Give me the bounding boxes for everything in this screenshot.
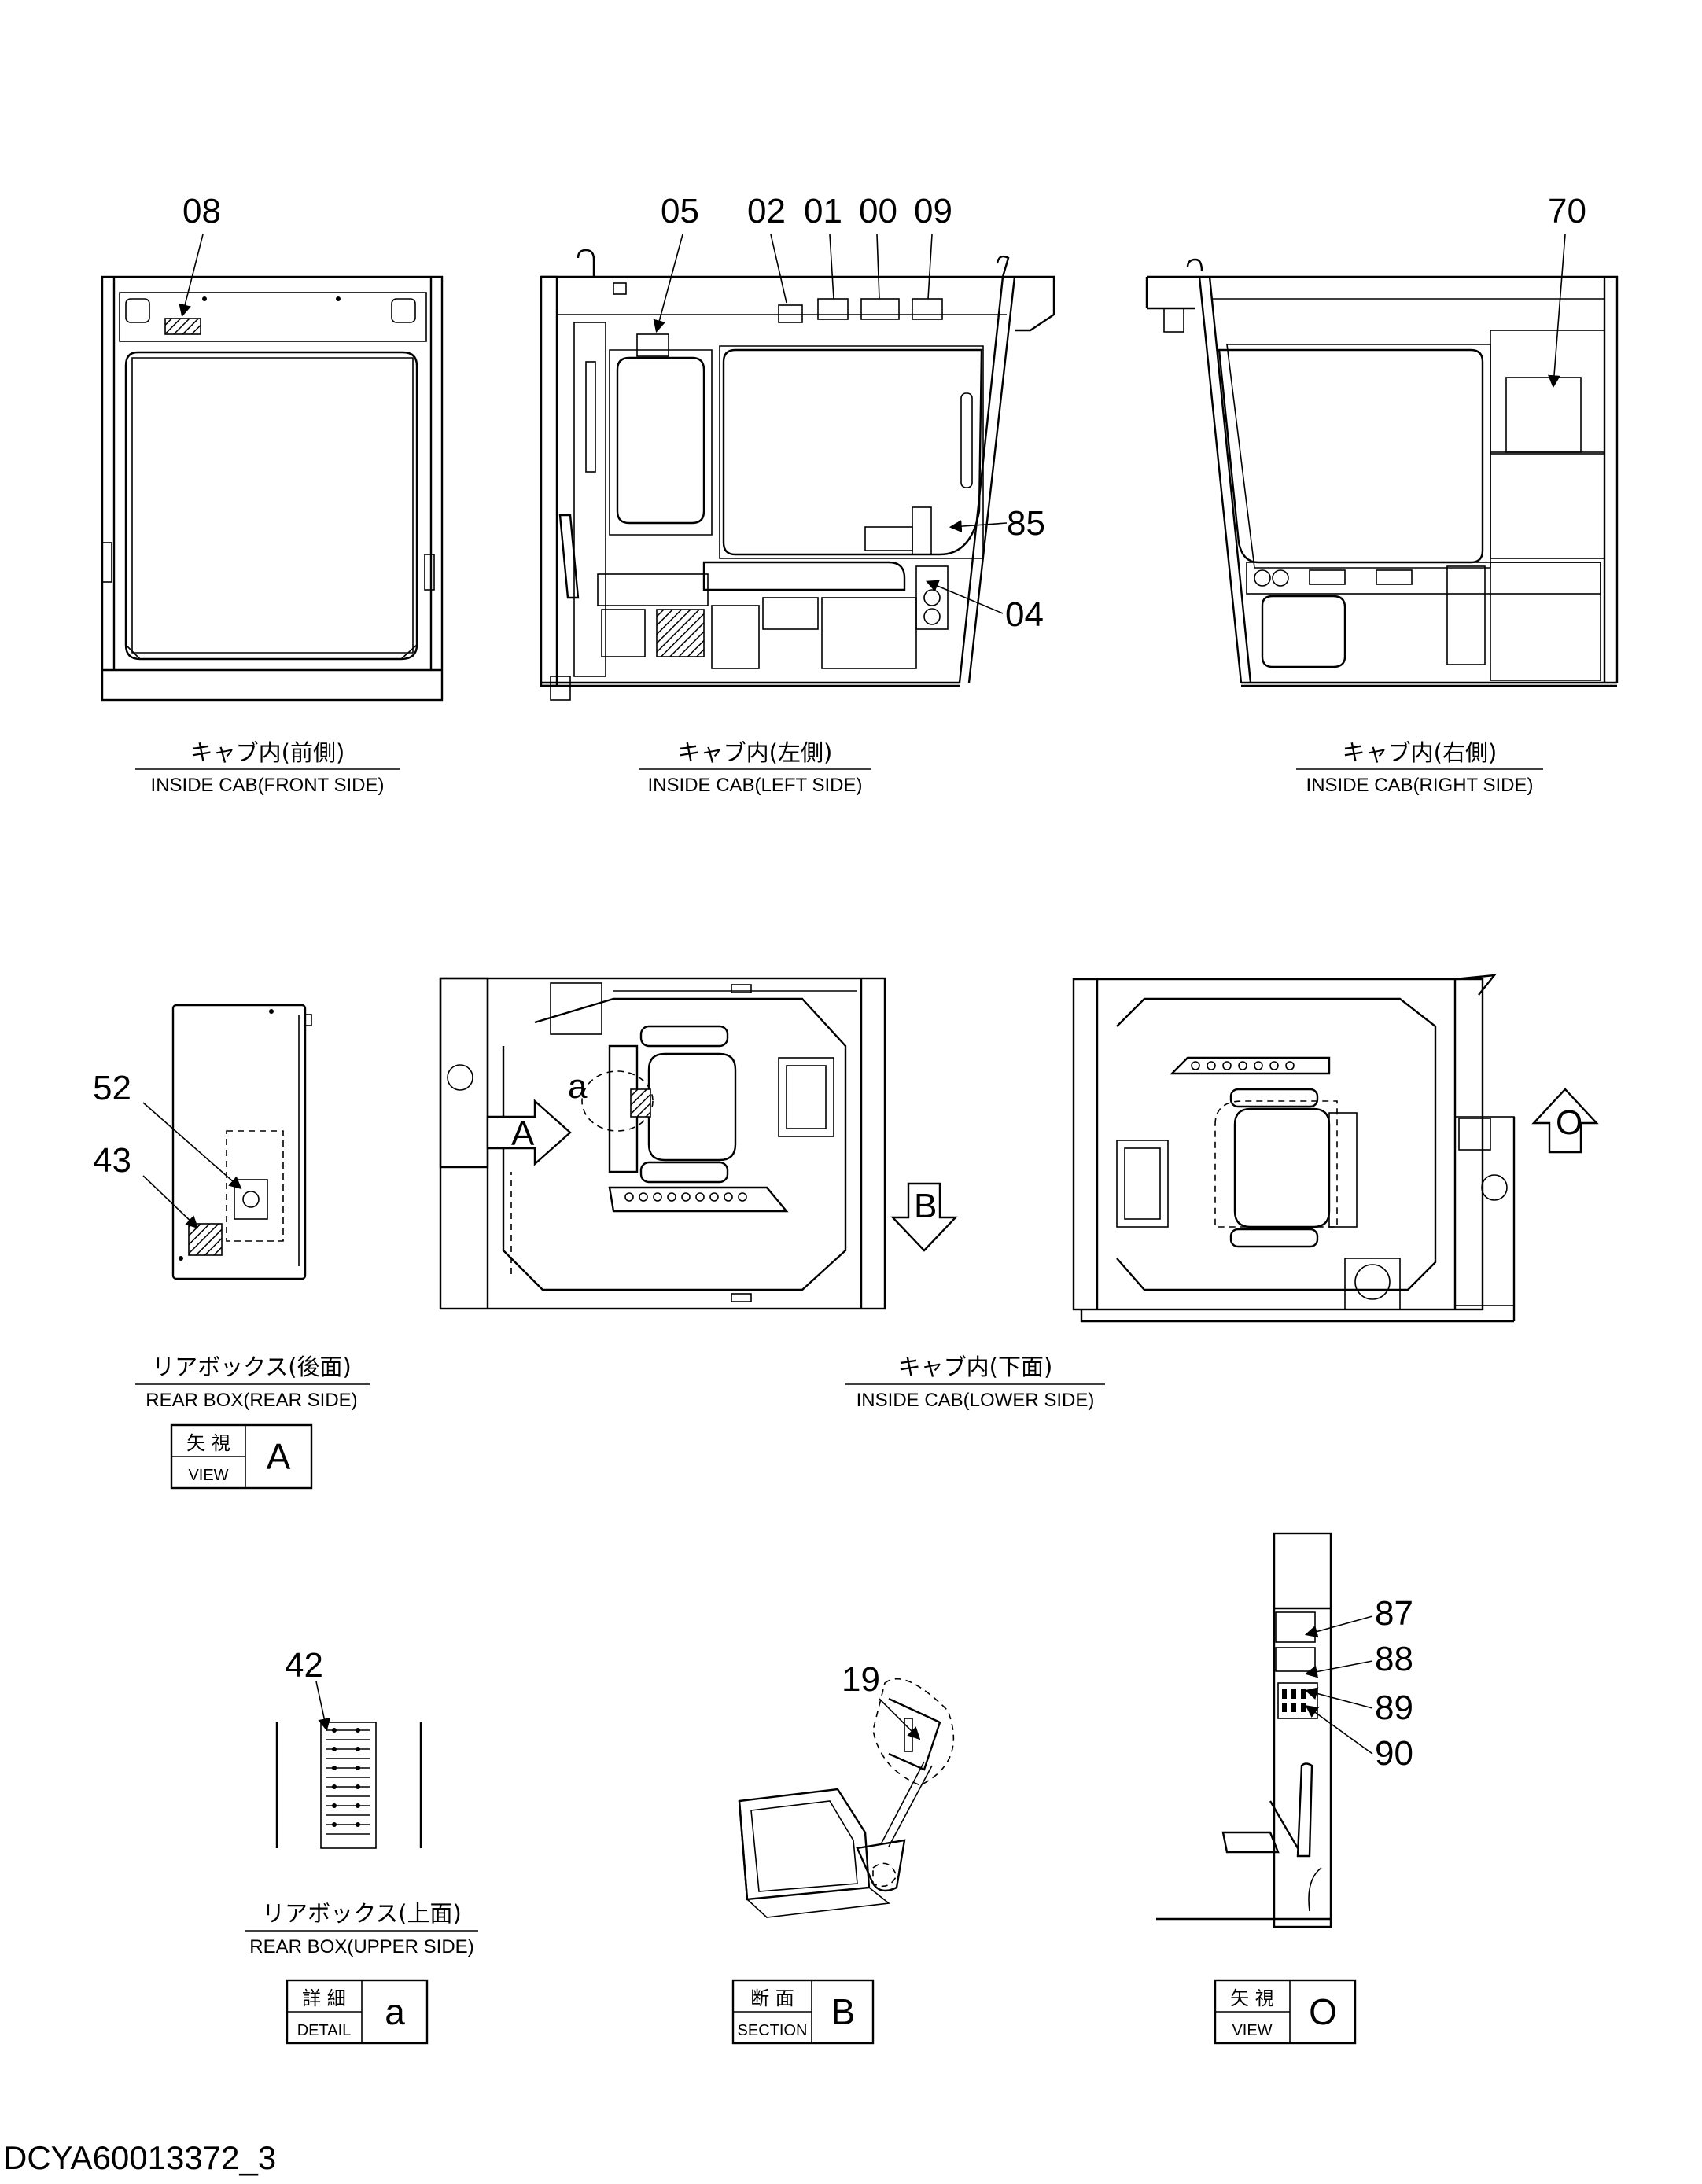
detail-box-a: 詳 細 DETAIL a bbox=[286, 1979, 429, 2045]
label-a-hatch bbox=[630, 1088, 651, 1118]
caption-left-en: INSIDE CAB(LEFT SIDE) bbox=[648, 775, 863, 796]
lower-side-view-left bbox=[439, 977, 886, 1310]
caption-right-jp: キャブ内(右側) bbox=[1343, 739, 1498, 766]
rear-box-upper-view bbox=[275, 1722, 422, 1849]
fuse-rows bbox=[326, 1728, 370, 1835]
view-o-elevation bbox=[1156, 1532, 1332, 1928]
leader-lines bbox=[142, 234, 1566, 1755]
callout-19: 19 bbox=[842, 1660, 880, 1699]
callout-70: 70 bbox=[1548, 192, 1586, 230]
seat-grille bbox=[656, 609, 705, 657]
callout-43: 43 bbox=[93, 1141, 131, 1180]
view-box-a: 矢 視 VIEW A bbox=[170, 1423, 313, 1490]
section-box-b-letter: B bbox=[831, 1991, 856, 2032]
detail-box-a-en: DETAIL bbox=[297, 2022, 352, 2039]
label-43-block bbox=[188, 1223, 223, 1256]
control-buttons-row bbox=[624, 1192, 747, 1202]
caption-front: キャブ内(前側) INSIDE CAB(FRONT SIDE) bbox=[135, 739, 400, 796]
caption-front-jp: キャブ内(前側) bbox=[190, 739, 345, 766]
detail-box-a-letter: a bbox=[385, 1991, 405, 2032]
callout-09: 09 bbox=[914, 192, 952, 230]
callout-00: 00 bbox=[859, 192, 897, 230]
callout-04: 04 bbox=[1005, 595, 1044, 634]
caption-front-en: INSIDE CAB(FRONT SIDE) bbox=[151, 775, 385, 796]
callout-85: 85 bbox=[1007, 504, 1045, 543]
section-box-b: 断 面 SECTION B bbox=[731, 1979, 875, 2045]
left-side-view bbox=[540, 249, 1055, 701]
callout-42: 42 bbox=[285, 1646, 323, 1685]
detail-box-a-jp: 詳 細 bbox=[302, 1987, 346, 2009]
label-08-hatch bbox=[164, 318, 201, 335]
callout-87: 87 bbox=[1375, 1594, 1413, 1633]
right-side-view bbox=[1145, 258, 1619, 687]
caption-upper-jp: リアボックス(上面) bbox=[262, 1900, 462, 1927]
arrow-b-letter: B bbox=[914, 1187, 937, 1225]
callout-01: 01 bbox=[804, 192, 842, 230]
caption-lower-jp: キャブ内(下面) bbox=[898, 1353, 1053, 1380]
view-box-a-en: VIEW bbox=[188, 1467, 228, 1484]
callout-89: 89 bbox=[1375, 1689, 1413, 1727]
caption-lower-en: INSIDE CAB(LOWER SIDE) bbox=[857, 1390, 1095, 1411]
caption-right: キャブ内(右側) INSIDE CAB(RIGHT SIDE) bbox=[1296, 739, 1543, 796]
caption-upper-en: REAR BOX(UPPER SIDE) bbox=[249, 1936, 473, 1957]
view-box-o-en: VIEW bbox=[1232, 2022, 1272, 2039]
caption-rear-jp: リアボックス(後面) bbox=[152, 1353, 352, 1380]
arrow-a-letter: A bbox=[511, 1114, 535, 1153]
caption-rear-en: REAR BOX(REAR SIDE) bbox=[146, 1390, 357, 1411]
front-side-view bbox=[101, 275, 444, 702]
callout-90: 90 bbox=[1375, 1734, 1413, 1773]
rear-box-rear-view bbox=[171, 1004, 312, 1280]
caption-left-jp: キャブ内(左側) bbox=[678, 739, 833, 766]
view-box-a-letter: A bbox=[267, 1436, 291, 1477]
caption-lower: キャブ内(下面) INSIDE CAB(LOWER SIDE) bbox=[845, 1353, 1105, 1411]
view-box-o-jp: 矢 視 bbox=[1230, 1987, 1274, 2009]
callout-05: 05 bbox=[661, 192, 699, 230]
caption-rear: リアボックス(後面) REAR BOX(REAR SIDE) bbox=[135, 1353, 370, 1411]
view-box-a-jp: 矢 視 bbox=[186, 1432, 230, 1454]
callout-52: 52 bbox=[93, 1069, 131, 1107]
relay-block bbox=[1282, 1689, 1306, 1712]
section-box-b-en: SECTION bbox=[738, 2022, 808, 2039]
section-box-b-jp: 断 面 bbox=[750, 1987, 794, 2009]
section-b-view bbox=[738, 1678, 955, 1918]
callout-02: 02 bbox=[747, 192, 786, 230]
document-code: DCYA60013372_3 bbox=[3, 2139, 276, 2176]
lower-side-view-right bbox=[1072, 974, 1516, 1323]
arrow-b bbox=[890, 1182, 958, 1252]
view-box-o-letter: O bbox=[1309, 1991, 1337, 2032]
caption-right-en: INSIDE CAB(RIGHT SIDE) bbox=[1306, 775, 1534, 796]
caption-left: キャブ内(左側) INSIDE CAB(LEFT SIDE) bbox=[639, 739, 871, 796]
view-box-o: 矢 視 VIEW O bbox=[1214, 1979, 1357, 2045]
arrow-a bbox=[486, 1099, 572, 1166]
control-buttons-row-right bbox=[1191, 1061, 1295, 1070]
caption-upper: リアボックス(上面) REAR BOX(UPPER SIDE) bbox=[245, 1900, 478, 1957]
arrow-o-letter: O bbox=[1556, 1103, 1582, 1142]
detail-a-letter: a bbox=[568, 1067, 588, 1106]
arrow-o bbox=[1531, 1088, 1599, 1154]
callout-88: 88 bbox=[1375, 1640, 1413, 1678]
callout-08: 08 bbox=[182, 192, 221, 230]
